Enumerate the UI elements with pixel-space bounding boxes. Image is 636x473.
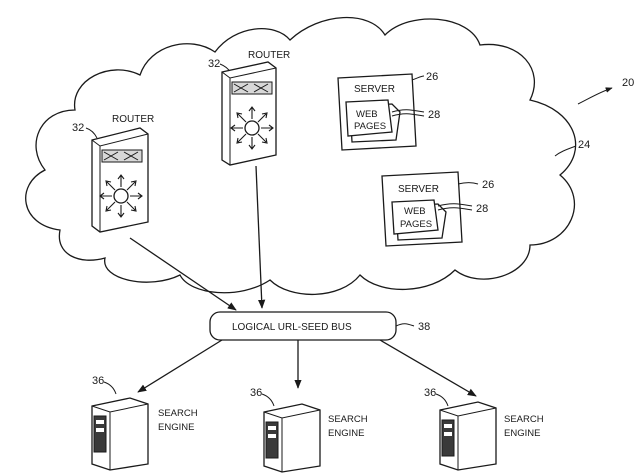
bus-link-right xyxy=(379,339,477,397)
router-ref-leader xyxy=(85,127,98,139)
router-ref: 32 xyxy=(72,122,84,134)
router-switch-icon xyxy=(99,174,143,218)
server-ref: 26 xyxy=(482,179,494,191)
web-pages-stack xyxy=(345,99,393,137)
router-ref: 32 xyxy=(208,58,220,70)
engine-line2: ENGINE xyxy=(158,422,194,433)
pages-ref: 28 xyxy=(428,109,440,121)
bus-label: LOGICAL URL-SEED BUS xyxy=(232,322,352,333)
network-cloud xyxy=(25,16,577,296)
search-engine-right: 36 SEARCH ENGINE xyxy=(424,387,544,471)
server-label: SERVER xyxy=(354,84,395,95)
web-pages-stack xyxy=(391,199,439,235)
engine-line2: ENGINE xyxy=(504,428,540,439)
figure-number: 20 xyxy=(622,77,634,89)
server-top: SERVER 26 WEB PAGES 28 xyxy=(337,71,440,151)
bus-ref: 38 xyxy=(418,321,430,333)
url-seed-bus: LOGICAL URL-SEED BUS 38 xyxy=(209,311,430,341)
pages-line2: PAGES xyxy=(354,121,386,132)
network-ref-leader xyxy=(554,145,577,157)
engine-ref: 36 xyxy=(250,387,262,399)
search-engine-center: 36 SEARCH ENGINE xyxy=(250,387,368,473)
bus-link-left xyxy=(137,339,223,393)
figure-pointer xyxy=(577,87,613,105)
pages-line1: WEB xyxy=(404,206,426,217)
router-port-panel xyxy=(101,149,143,163)
router-switch-icon xyxy=(230,106,274,150)
server-ref: 26 xyxy=(426,71,438,83)
router-label: ROUTER xyxy=(112,114,154,125)
pages-ref: 28 xyxy=(476,203,488,215)
pages-line1: WEB xyxy=(356,109,378,120)
engine-line1: SEARCH xyxy=(158,408,198,419)
router-left-link xyxy=(129,237,237,311)
engine-line1: SEARCH xyxy=(328,414,368,425)
search-engine-left: 36 SEARCH ENGINE xyxy=(91,375,198,471)
pages-line2: PAGES xyxy=(400,219,432,230)
router-label: ROUTER xyxy=(248,50,290,61)
router-top-link xyxy=(255,165,266,309)
router-port-panel xyxy=(231,81,273,95)
router-left: ROUTER 32 xyxy=(72,114,154,233)
engine-line1: SEARCH xyxy=(504,414,544,425)
network-ref: 24 xyxy=(578,139,590,151)
engine-ref: 36 xyxy=(424,387,436,399)
server-label: SERVER xyxy=(398,184,439,195)
engine-ref: 36 xyxy=(92,375,104,387)
engine-line2: ENGINE xyxy=(328,428,364,439)
server-mid: SERVER 26 WEB PAGES 28 xyxy=(381,171,494,247)
router-top: ROUTER 32 xyxy=(208,50,290,166)
